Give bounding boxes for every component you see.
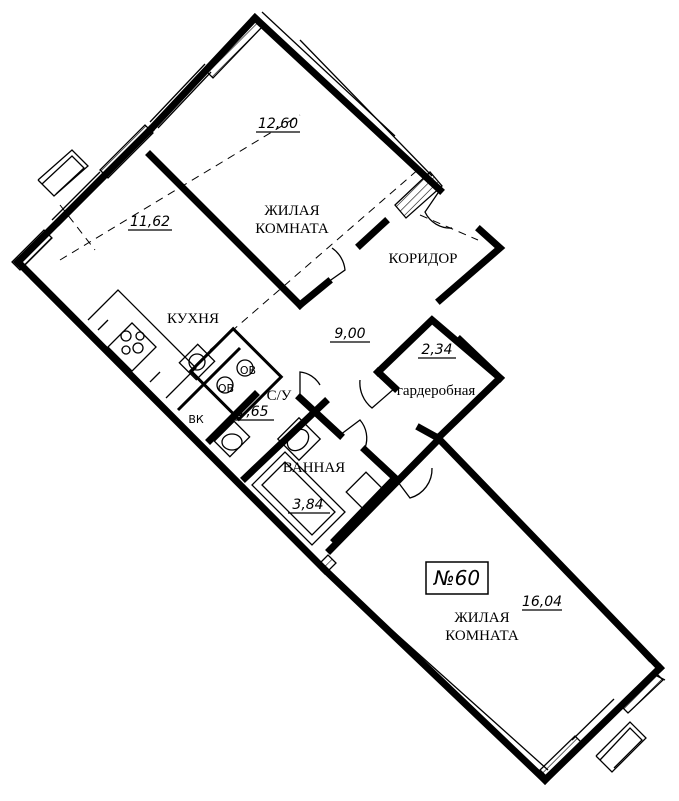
wardrobe-name: гардеробная: [397, 383, 476, 399]
kitchen-name: КУХНЯ: [167, 311, 219, 327]
wall-living-corridor: [355, 217, 390, 250]
door-living-bottom: [394, 467, 433, 499]
bath-sink: [286, 428, 310, 452]
corridor-name: КОРИДОР: [388, 251, 457, 267]
wall-wc-top: [176, 346, 242, 412]
wall-wc-bath-2: [240, 397, 330, 483]
outer-walls: [13, 13, 665, 785]
kitchen-counter: [87, 289, 197, 399]
dashed-lines: [59, 114, 479, 351]
bathroom-fixtures: [213, 416, 387, 546]
door-wardrobe: [359, 379, 396, 409]
toilet-bowl: [221, 433, 243, 451]
wardrobe-area: 2,34: [421, 342, 452, 358]
wall-living-bottom-left: [325, 435, 443, 555]
wc-name: С/У: [267, 388, 292, 404]
bathroom-area: 3,84: [292, 497, 323, 513]
bath-sink-counter: [276, 416, 322, 462]
interior-walls: [145, 150, 505, 555]
wall-bottom-long: [320, 565, 550, 785]
door-living-top-right: [424, 189, 453, 229]
bathtub: [251, 451, 346, 546]
apartment-number-box: [425, 561, 489, 595]
door-bath: [339, 419, 368, 449]
wall-kitchen-living: [145, 150, 305, 310]
kitchen-sink-bowl: [188, 353, 206, 371]
stove-burner: [132, 342, 144, 354]
kitchen-fixtures: [87, 289, 254, 399]
riser-shaft: [188, 326, 284, 422]
stove-burner: [120, 330, 132, 342]
riser-circle: [236, 359, 254, 377]
wall-wardrobe-bottom: [415, 423, 443, 443]
wall-wc-kitchen: [205, 390, 260, 445]
riser-label-2: ОВ: [218, 382, 234, 395]
kitchen-sink: [178, 343, 216, 381]
wall-top-right: [250, 13, 445, 195]
windows: [29, 11, 666, 771]
living-bottom-area: 16,04: [522, 594, 562, 610]
wall-wc-bath: [295, 393, 345, 440]
door-living-top: [327, 247, 346, 283]
living-bottom-name-1: ЖИЛАЯ: [454, 610, 509, 626]
doors: [299, 189, 453, 499]
window-hatching: [11, 17, 664, 779]
wall-left-long: [13, 257, 330, 575]
wall-wardrobe-top: [373, 315, 505, 383]
riser-label-1: ОВ: [240, 364, 256, 377]
wall-living-corridor-stub: [295, 277, 333, 310]
apartment-number: №60: [433, 566, 480, 590]
kitchen-area: 11,62: [130, 214, 170, 230]
door-wc: [299, 371, 321, 398]
bathtub-inner: [261, 461, 336, 536]
wall-corridor-right: [435, 225, 506, 305]
wc-area: 1,65: [237, 404, 268, 420]
living-bottom-name-2: КОМНАТА: [445, 628, 519, 644]
living-top-name-2: КОМНАТА: [255, 221, 329, 237]
water-riser-label: ВК: [188, 413, 204, 426]
balcony-markers: [37, 149, 647, 773]
wall-wardrobe-left: [373, 367, 400, 393]
stove-burner: [121, 345, 131, 355]
corridor-area: 9,00: [334, 326, 365, 342]
washing-machine: [345, 471, 387, 513]
riser-circle: [216, 376, 234, 394]
bathroom-name: ВАННАЯ: [283, 460, 345, 476]
wall-right-lower: [433, 433, 665, 673]
living-top-name-1: ЖИЛАЯ: [264, 203, 319, 219]
stove-burner: [135, 331, 145, 341]
living-top-area: 12,60: [258, 116, 298, 132]
